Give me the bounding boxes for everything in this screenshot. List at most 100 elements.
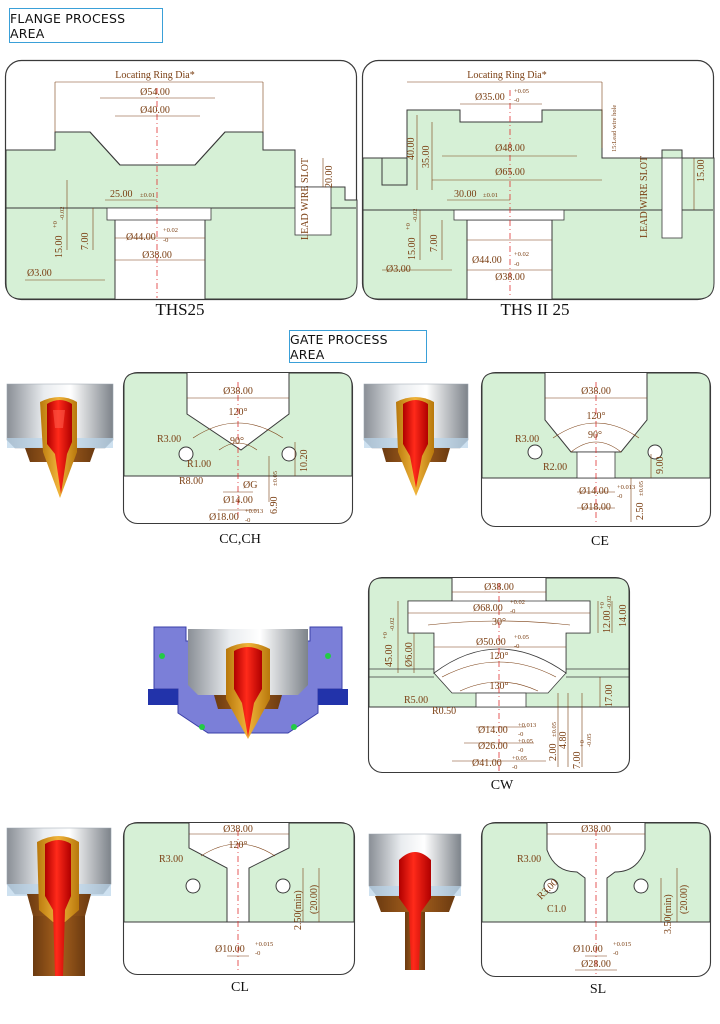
cw-d38: Ø38.00: [484, 582, 514, 593]
cl-caption: CL: [231, 980, 249, 995]
cw-h12-tol-up: +0: [599, 602, 606, 609]
cc-d18-tol-up: +0.013: [245, 508, 263, 515]
ths25-w25-tol: ±0.01: [140, 192, 155, 199]
thsii25-h15-tol-dn: -0.02: [412, 208, 419, 222]
cw-h7: 7.00: [572, 752, 583, 770]
ths25-d3: Ø3.00: [27, 268, 52, 279]
thsii25-locating-ring: Locating Ring Dia*: [467, 70, 546, 81]
ths25-h20: 20.00: [324, 166, 335, 189]
sl-d10: Ø10.00: [573, 944, 603, 955]
ths25-d44-tol-up: +0.02: [163, 227, 178, 234]
ths25-d40: Ø40.00: [140, 105, 170, 116]
ths25-d54: Ø54.00: [140, 87, 170, 98]
flange-section-title: FLANGE PROCESS AREA: [10, 10, 126, 41]
cw-d14: Ø14.00: [478, 725, 508, 736]
ce-r3: R3.00: [515, 434, 539, 445]
ce-d14: Ø14.00: [579, 486, 609, 497]
sl-d28: Ø28.00: [581, 959, 611, 970]
thsii25-lead-hole: 15:Lead wire hole: [611, 105, 618, 152]
sl-gate-drawing: Ø38.00 R3.00 R3.00 C1.0 3.50(min) (20.00…: [480, 821, 712, 978]
cw-d41: Ø41.00: [472, 758, 502, 769]
thsii25-h15b: 15.00: [696, 160, 707, 183]
cw-h2: 2.00: [548, 744, 559, 762]
thsii25-d48: Ø48.00: [495, 143, 525, 154]
cw-gate-drawing: Ø38.00 Ø68.00 +0.02 -0 30° 45.00 +0 -0.0…: [367, 576, 631, 774]
cc-h1020: 10.20: [299, 450, 310, 473]
thsii25-d35-tol-up: +0.05: [514, 88, 529, 95]
cw-a120: 120°: [490, 651, 509, 662]
thsii25-caption: THS II 25: [500, 300, 570, 319]
thsii25-drawing: Locating Ring Dia* Ø35.00 +0.05 -0 15:Le…: [361, 59, 715, 301]
cc-d18: Ø18.00: [209, 512, 239, 523]
cl-gate-drawing: Ø38.00 120° R3.00 2.50(min) (20.00) Ø10.…: [122, 821, 356, 976]
ths25-locating-ring: Locating Ring Dia*: [115, 70, 194, 81]
cw-h12: 12.00: [602, 611, 613, 634]
ths25-h15: 15.00: [54, 236, 65, 259]
cc-d18-tol-dn: -0: [245, 517, 250, 524]
cw-d68: Ø68.00: [473, 603, 503, 614]
thsii25-h35: 35.00: [421, 146, 432, 169]
cw-h7-tol-dn: -0.05: [586, 733, 593, 747]
thsii25-d65: Ø65.00: [495, 167, 525, 178]
thsii25-d3: Ø3.00: [386, 264, 411, 275]
cl-h20: (20.00): [309, 885, 320, 914]
thsii25-d44-tol-dn: -0: [514, 261, 519, 268]
thsii25-h15-tol-up: +0: [405, 223, 412, 230]
ce-nozzle-illustration: [363, 383, 469, 496]
cc-r8: R8.00: [179, 476, 203, 487]
cw-h45-tol-up: +0: [382, 632, 389, 639]
thsii25-h40: 40.00: [406, 138, 417, 161]
cw-d41-tol-dn: -0: [512, 764, 517, 771]
cl-d10: Ø10.00: [215, 944, 245, 955]
sl-caption: SL: [589, 982, 607, 997]
cc-r3: R3.00: [157, 434, 181, 445]
cl-nozzle-illustration: [6, 827, 112, 976]
cc-gate-drawing: Ø38.00 120° 90° R3.00 R1.00 R8.00 ØG Ø14…: [122, 371, 354, 525]
cw-d41-tol-up: +0.05: [512, 755, 527, 762]
cw-d50-tol-dn: -0: [514, 643, 519, 650]
cc-a120: 120°: [229, 407, 248, 418]
sl-d38: Ø38.00: [581, 824, 611, 835]
cl-a120: 120°: [229, 840, 248, 851]
thsii25-lead-slot: LEAD WIRE SLOT: [639, 156, 650, 238]
gate-section-tag: GATE PROCESS AREA: [289, 330, 427, 363]
cw-h12-tol-dn: -0.02: [606, 595, 613, 609]
thsii25-h15: 15.00: [407, 238, 418, 261]
cw-d26-tol-dn: -0: [518, 747, 523, 754]
ths25-h7: 7.00: [80, 233, 91, 251]
cw-d14-tol-dn: -0: [518, 731, 523, 738]
cl-r3: R3.00: [159, 854, 183, 865]
ths25-h15-tol-dn: -0.02: [59, 206, 66, 220]
gate-section-title: GATE PROCESS AREA: [290, 331, 388, 362]
ce-r2: R2.00: [543, 462, 567, 473]
ce-d18: Ø18.00: [581, 502, 611, 513]
ths25-d44: Ø44.00: [126, 232, 156, 243]
ce-gate-drawing: Ø38.00 120° 90° R3.00 R2.00 Ø14.00 +0.01…: [480, 371, 712, 528]
ce-d38: Ø38.00: [581, 386, 611, 397]
thsii25-w30-tol: ±0.01: [483, 192, 498, 199]
cw-d26: Ø26.00: [478, 741, 508, 752]
cw-a130: 130°: [490, 681, 509, 692]
cw-h45: 45.00: [384, 645, 395, 668]
ths25-lead-slot: LEAD WIRE SLOT: [300, 158, 311, 240]
cc-caption: CC,CH: [219, 532, 261, 547]
thsii25-d38: Ø38.00: [495, 272, 525, 283]
ths25-d44-tol-dn: -0: [163, 237, 168, 244]
thsii25-w30: 30.00: [454, 189, 477, 200]
ce-h250-tol: ±0.05: [638, 481, 645, 496]
cw-d68-tol-up: +0.02: [510, 599, 525, 606]
ce-h250: 2.50: [635, 503, 646, 521]
thsii25-d44: Ø44.00: [472, 255, 502, 266]
ce-a90: 90°: [588, 430, 602, 441]
cw-d50-tol-up: +0.05: [514, 634, 529, 641]
ce-d14-tol-dn: -0: [617, 493, 622, 500]
thsii25-d44-tol-up: +0.02: [514, 251, 529, 258]
cl-d10-tol-up: +0.015: [255, 941, 273, 948]
ths25-h15-tol-up: +0: [52, 221, 59, 228]
ths25-w25: 25.00: [110, 189, 133, 200]
ths25-drawing: Locating Ring Dia* Ø54.00 Ø40.00 LEAD WI…: [4, 59, 358, 301]
cc-a90: 90°: [230, 436, 244, 447]
cw-h2-tol: ±0.05: [551, 722, 558, 737]
sl-h20: (20.00): [679, 885, 690, 914]
sl-h350: 3.50(min): [663, 894, 674, 934]
